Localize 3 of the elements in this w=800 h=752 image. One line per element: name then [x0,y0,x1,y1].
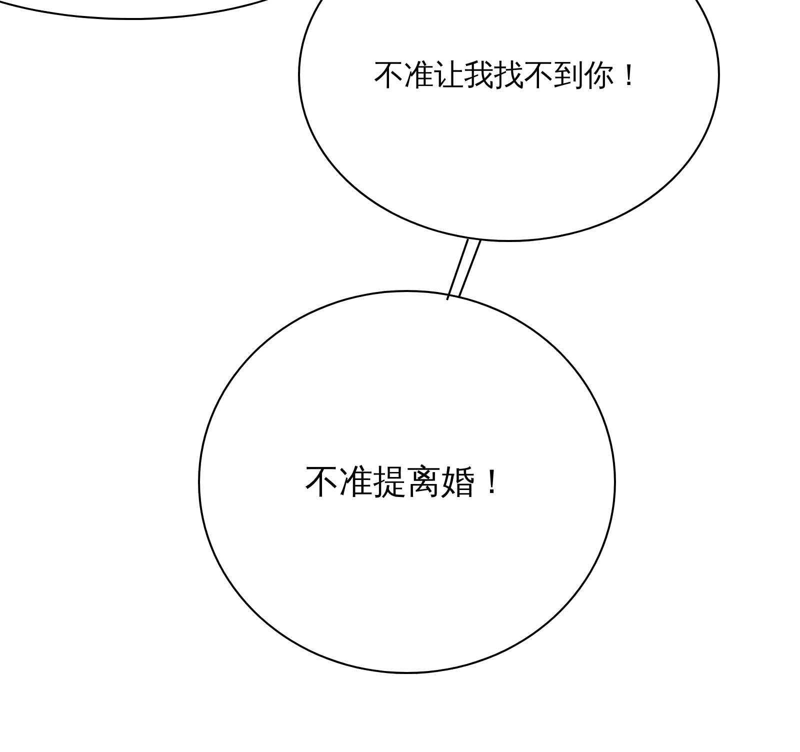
bubble-tail [446,238,482,301]
speech-text: 不准提离婚！ [305,461,509,504]
speech-text: 不准让我找不到你！ [374,56,644,94]
